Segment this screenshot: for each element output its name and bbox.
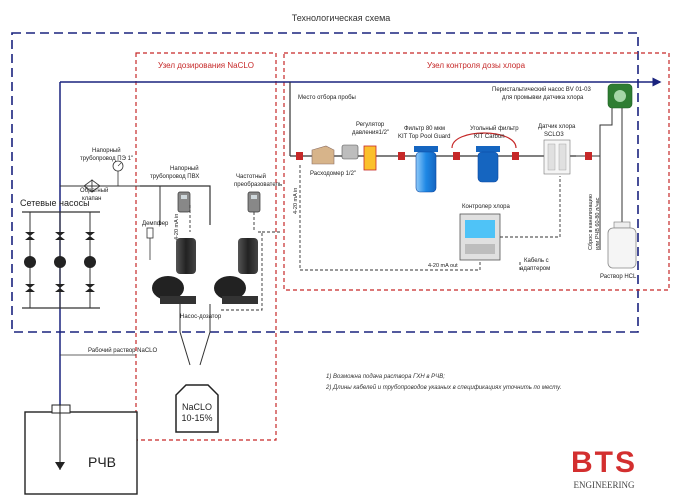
carbon-filter-label-2: KIT Carbon (474, 134, 505, 140)
dosing-pump-1 (152, 238, 196, 304)
flowmeter-label: Расходомер 1/2" (310, 171, 356, 177)
regulator-label-1: Регулятор (356, 122, 385, 128)
carbon-filter-label-1: Угольный фильтр (470, 125, 519, 132)
filter-80-label-2: KIT Top Pool Guard (398, 134, 450, 140)
regulator-label-2: давления1/2" (352, 130, 389, 136)
chlorine-signal-lines (299, 165, 561, 271)
pvc-pressure-pipe (140, 185, 211, 225)
filter-80-label-1: Фильтр 80 мкм (404, 126, 445, 132)
dosing-pump-label: Насос-дозатор (180, 314, 222, 320)
drain-label-2: или РЧВ 60-80 л/час (595, 197, 601, 250)
signal-ma-vertical: 4-20 mA in (174, 214, 180, 240)
chlorine-sensor-label-2: SCLO3 (544, 132, 564, 138)
chlorine-controller-icon (459, 213, 501, 261)
rchv-label: РЧВ (88, 454, 116, 470)
chlorine-sensor-icon (543, 139, 571, 175)
valves (296, 152, 592, 160)
network-pump-1 (24, 212, 36, 308)
pressure-gauge-icon (112, 160, 124, 186)
naclo-node-frame (135, 52, 277, 441)
chlorine-node-frame (283, 52, 670, 291)
chlorine-node-title: Узел контроля дозы хлора (427, 61, 526, 70)
network-pumps-label: Сетевые насосы (20, 198, 90, 208)
network-pumps (24, 212, 96, 308)
check-valve-label-1: Обратный (80, 187, 108, 194)
note-2: 2) Длины кабелей и трубопроводов указных… (325, 384, 561, 391)
network-pump-3 (84, 212, 96, 308)
peristaltic-pump-icon (607, 83, 633, 109)
logo-name: BTS (571, 446, 637, 479)
hcl-label: Раствор HCL (600, 274, 637, 280)
rchv-tank (24, 404, 138, 495)
freq-converter-label-1: Частотный (236, 173, 266, 180)
hcl-canister-icon (607, 221, 637, 269)
damper-icon (146, 227, 154, 260)
outer-frame (11, 32, 639, 333)
signal-in-left-label: 4-20 mA in (293, 188, 299, 214)
working-solution-label: Рабочий раствор NaCLO (88, 347, 158, 354)
sampling-label: Место отбора пробы (298, 95, 356, 101)
peristaltic-label-1: Перистальтический насос BV 01-03 (492, 86, 591, 93)
bts-logo: BTS ENGINEERING (571, 446, 637, 490)
frequency-converter-2 (247, 191, 261, 213)
check-valve-label-2: клапан (82, 196, 101, 202)
freq-converter-label-2: преобразователь (234, 182, 282, 188)
chlorine-sensor-label-1: Датчик хлора (538, 124, 576, 130)
pressure-pipe-label-1: Напорный (92, 147, 121, 154)
drain-label-1: Сброс в канализацию (588, 194, 594, 250)
pvc-pipe-label-1: Напорный (170, 165, 199, 172)
naclo-tank-label-2: 10-15% (181, 413, 212, 423)
naclo-tank-label-1: NaCLO (182, 402, 212, 412)
diagram-title: Технологическая схема (292, 13, 391, 23)
pressure-pipe-label-2: трубопровод ПЭ 1" (80, 156, 133, 162)
chlorine-controller-label: Контролер хлора (462, 204, 511, 210)
cable-label-1: Кабель с (524, 258, 549, 264)
dosing-pump-2 (214, 238, 258, 304)
chlorine-return-loop (576, 108, 613, 176)
bypass-line (451, 132, 517, 149)
network-pump-2 (54, 212, 66, 308)
naclo-tank (175, 384, 219, 433)
pressure-regulator-icon (341, 144, 377, 171)
flowmeter-icon (311, 145, 335, 165)
naclo-signal-lines (189, 205, 263, 311)
signal-out-label: 4-20 mA out (428, 263, 458, 269)
carbon-filter-icon (476, 146, 500, 183)
naclo-node-title: Узел дозирования NaCLO (158, 61, 254, 70)
damper-label: Демпфер (142, 221, 169, 227)
filter-80-icon (414, 146, 438, 193)
note-1: 1) Возможна подача раствора ГХН в РЧВ; (326, 374, 445, 380)
frequency-converter-1 (177, 191, 191, 213)
cable-label-2: адаптером (520, 266, 550, 272)
logo-sub: ENGINEERING (574, 480, 635, 490)
peristaltic-label-2: для промывки датчика хлора (502, 95, 584, 101)
suction-lines (179, 304, 211, 366)
pvc-pipe-label-2: трубопровод ПВХ (150, 174, 199, 180)
